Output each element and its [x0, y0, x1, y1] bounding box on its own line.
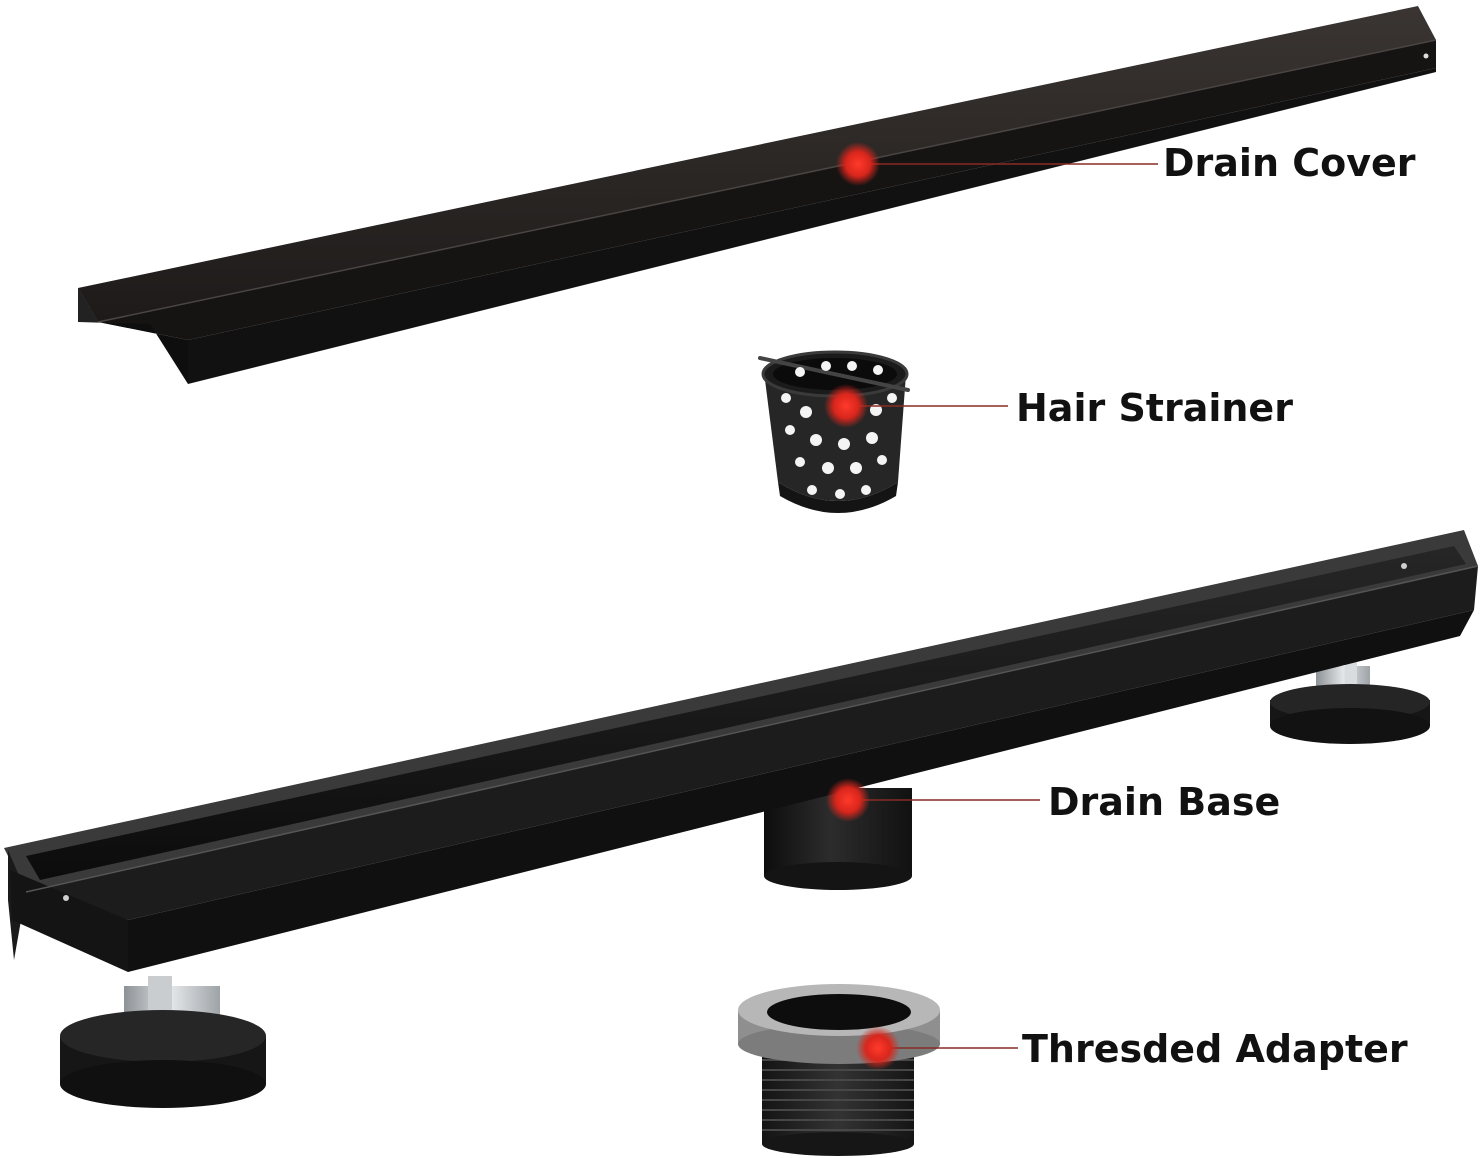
label-hair-strainer: Hair Strainer — [1016, 386, 1293, 430]
callout-threaded-adapter — [856, 1026, 1018, 1070]
marker-dot — [856, 1026, 900, 1070]
hair-strainer-illustration — [758, 350, 910, 513]
callout-hair-strainer — [824, 384, 1008, 428]
drain-base-illustration — [4, 530, 1479, 1108]
callout-drain-base — [826, 778, 1040, 822]
marker-dot — [824, 384, 868, 428]
label-threaded-adapter: Thresded Adapter — [1022, 1027, 1408, 1071]
label-drain-base: Drain Base — [1048, 780, 1281, 824]
callout-drain-cover — [836, 142, 1158, 186]
marker-dot — [826, 778, 870, 822]
threaded-adapter-illustration — [738, 984, 940, 1156]
leveling-foot-left — [60, 976, 266, 1108]
drain-cover-illustration — [78, 6, 1437, 384]
label-drain-cover: Drain Cover — [1163, 141, 1416, 185]
marker-dot — [836, 142, 880, 186]
